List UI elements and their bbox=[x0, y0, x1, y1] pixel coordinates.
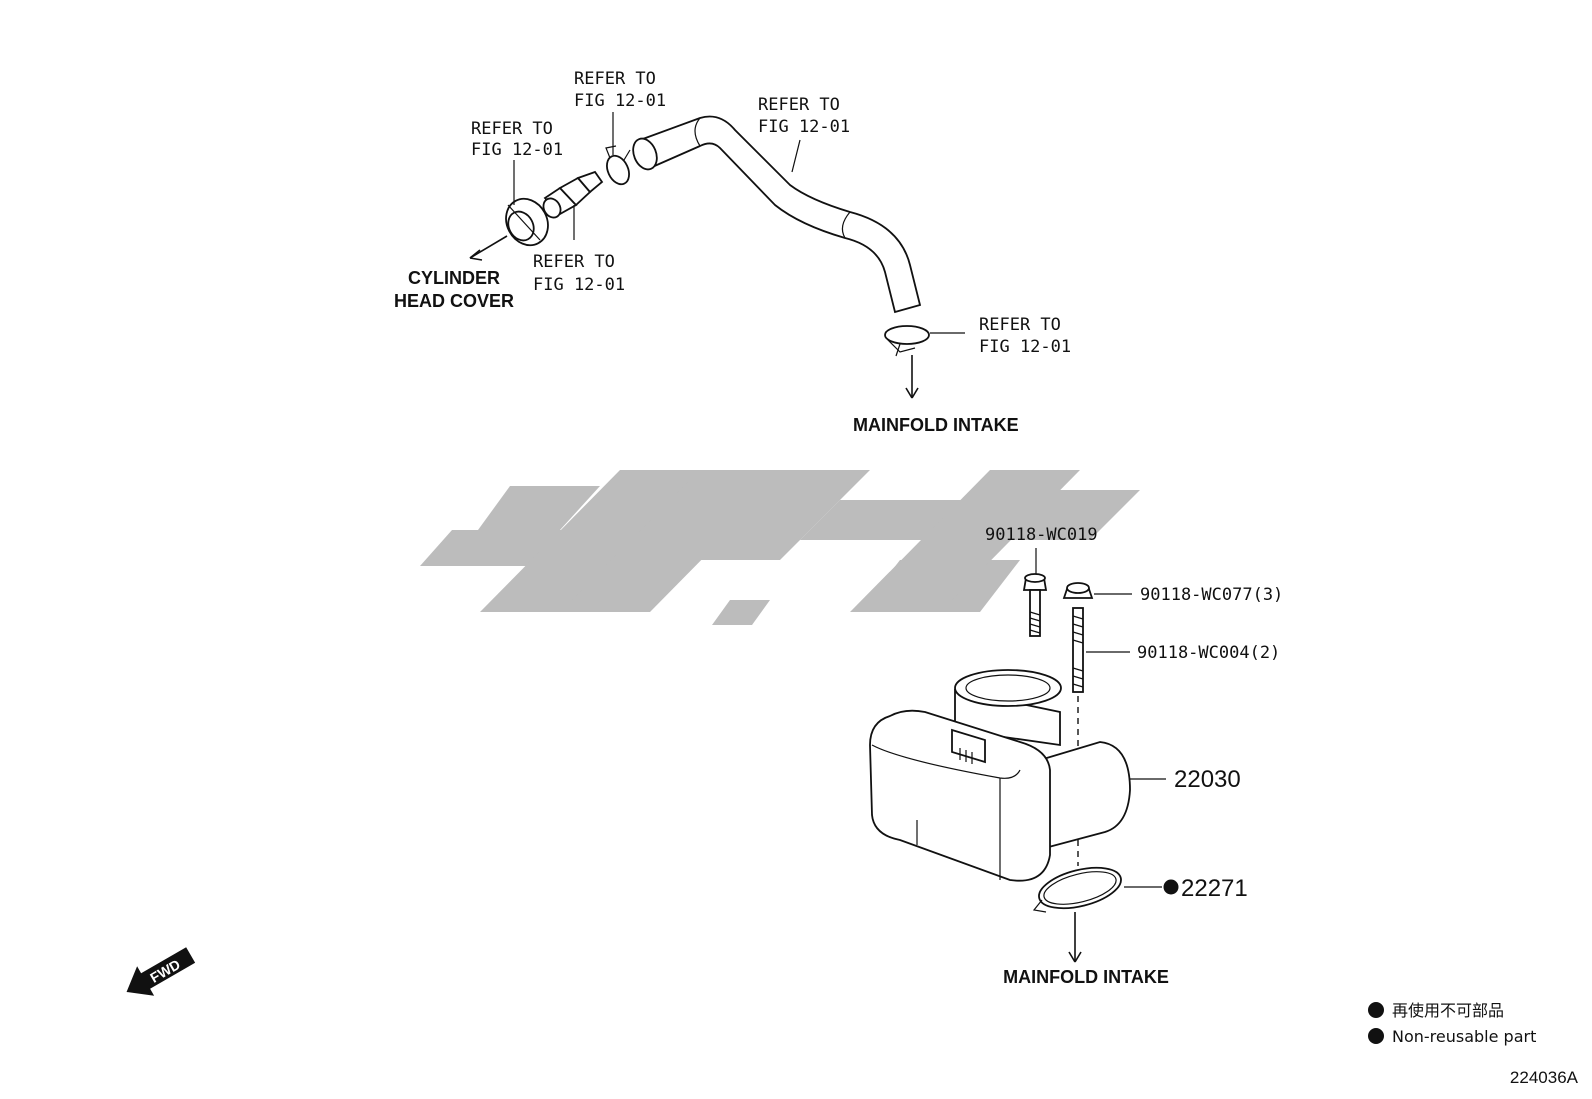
part-number-gasket: 22271 bbox=[1181, 875, 1248, 902]
throttle-body bbox=[869, 669, 1131, 882]
ventilation-hose bbox=[632, 115, 922, 314]
non-reusable-marker-icon bbox=[1163, 879, 1179, 895]
part-number-stud: 90118-WC004(2) bbox=[1137, 643, 1280, 663]
callout-pcv-valve: REFER TO FIG 12-01 bbox=[533, 252, 625, 295]
legend-dot-icon bbox=[1368, 1002, 1384, 1018]
callout-text: REFER TO bbox=[979, 315, 1061, 335]
destination-manifold-intake: MAINFOLD INTAKE bbox=[853, 415, 1019, 435]
callout-clamp-lower: REFER TO FIG 12-01 bbox=[979, 315, 1071, 357]
fwd-arrow-icon: FWD bbox=[126, 947, 196, 996]
part-number-bolt: 90118-WC019 bbox=[985, 525, 1098, 545]
hose-clamp-upper bbox=[605, 145, 631, 186]
callout-text: REFER TO bbox=[471, 119, 553, 139]
gasket bbox=[1032, 866, 1122, 913]
hose-clamp-lower bbox=[884, 325, 930, 357]
callout-text: FIG 12-01 bbox=[758, 117, 850, 137]
callout-hose: REFER TO FIG 12-01 bbox=[758, 95, 850, 137]
callout-text: FIG 12-01 bbox=[979, 337, 1071, 357]
legend-dot-icon bbox=[1368, 1028, 1384, 1044]
stud bbox=[1072, 607, 1084, 693]
callout-text: FIG 12-01 bbox=[471, 140, 563, 160]
callout-text: REFER TO bbox=[574, 69, 656, 89]
legend-japanese: 再使用不可部品 bbox=[1392, 1001, 1504, 1020]
legend-english: Non-reusable part bbox=[1392, 1027, 1536, 1046]
pcv-assembly bbox=[469, 112, 965, 399]
callout-clamp-upper: REFER TO FIG 12-01 bbox=[574, 69, 666, 111]
nut bbox=[1062, 582, 1094, 599]
part-number-throttle-body: 22030 bbox=[1174, 766, 1241, 793]
callout-text: FIG 12-01 bbox=[574, 91, 666, 111]
callout-text: FIG 12-01 bbox=[533, 275, 625, 295]
watermark-logo bbox=[420, 470, 1140, 625]
pcv-valve bbox=[542, 170, 604, 219]
destination-cylinder-head: CYLINDER bbox=[408, 268, 500, 288]
callout-text: REFER TO bbox=[533, 252, 615, 272]
destination-manifold-intake-bottom: MAINFOLD INTAKE bbox=[1003, 967, 1169, 987]
callout-text: REFER TO bbox=[758, 95, 840, 115]
destination-cylinder-head: HEAD COVER bbox=[394, 291, 514, 311]
grommet bbox=[505, 197, 549, 247]
part-number-nut: 90118-WC077(3) bbox=[1140, 585, 1283, 605]
bolt bbox=[1022, 573, 1048, 637]
callout-grommet: REFER TO FIG 12-01 bbox=[471, 119, 563, 160]
legend: 再使用不可部品 Non-reusable part bbox=[1368, 1001, 1536, 1046]
illustration-code: 224036A bbox=[1510, 1068, 1579, 1087]
throttle-assembly bbox=[869, 548, 1179, 963]
